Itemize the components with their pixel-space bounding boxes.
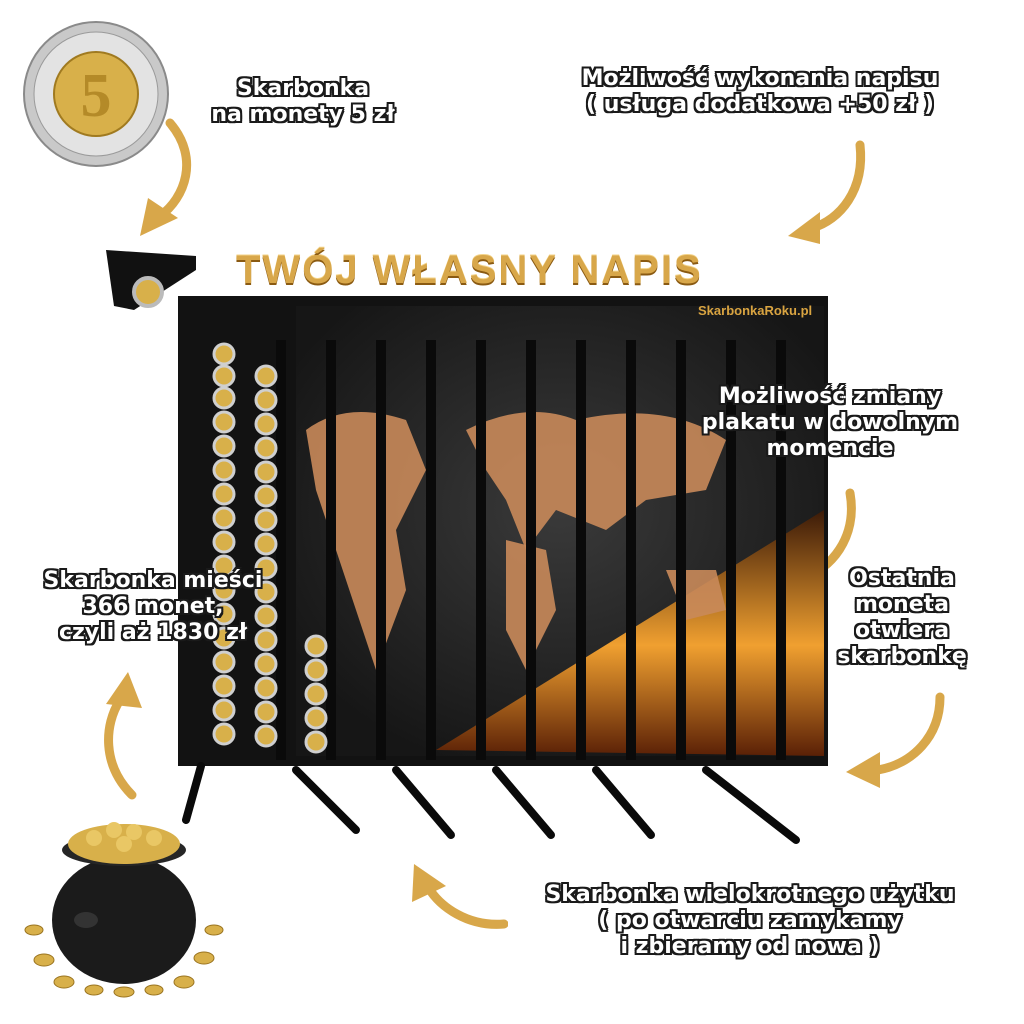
svg-text:5: 5 (81, 62, 112, 130)
custom-text-label: Możliwość wykonania napisu ( usługa doda… (581, 66, 939, 117)
coin-board (106, 250, 828, 844)
last-coin-label: Ostatnia moneta otwiera skarbonkę (837, 566, 967, 669)
custom-headline-text: TWÓJ WŁASNY NAPIS (236, 248, 703, 292)
5-zloty-coin-icon: 5 (23, 21, 169, 167)
reusable-label: Skarbonka wielokrotnego użytku ( po otwa… (545, 882, 955, 959)
poster-label: Możliwość zmiany plakatu w dowolnym mome… (701, 384, 959, 461)
arrow-up-icon (104, 672, 142, 800)
coin-label: Skarbonka na monety 5 zł (211, 76, 395, 127)
arrow-down-left-icon (788, 140, 866, 244)
arrow-down-left-icon (846, 692, 945, 788)
arrow-up-left-icon (412, 864, 508, 929)
arrow-down-left-icon (140, 118, 192, 236)
brand-text: SkarbonkaRoku.pl (698, 303, 813, 318)
capacity-label: Skarbonka mieści 366 monet, czyli aż 183… (43, 568, 263, 645)
pot-of-gold-icon (24, 822, 224, 998)
